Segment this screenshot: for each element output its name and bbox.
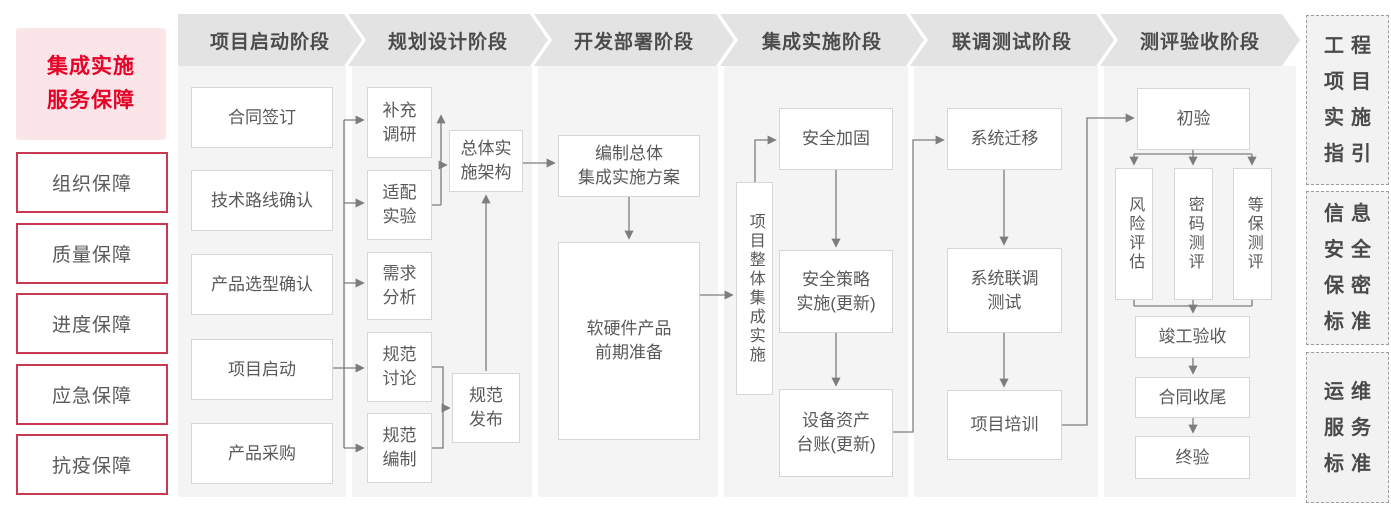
node-hw-sw-preparation: 软硬件产品 前期准备 [558,242,700,440]
node-system-joint-testing: 系统联调 测试 [947,248,1062,333]
node-contract-signing: 合同签订 [191,87,333,148]
node-risk-assessment: 风险评估 [1115,168,1153,300]
node-overall-project-integration: 项目整体集成实施 [736,182,773,395]
sidebar-item-schedule: 进度保障 [16,293,168,354]
node-overall-architecture: 总体实 施架构 [449,130,523,192]
note-infosec-confidentiality-standard-label: 信息 安全 保密 标准 [1324,203,1378,333]
phase-header-joint-testing: 联调测试阶段 [910,14,1114,66]
node-product-procurement: 产品采购 [191,423,333,484]
node-mlps-evaluation: 等保测评 [1233,168,1272,300]
node-product-selection-confirm: 产品选型确认 [191,254,333,315]
node-crypto-evaluation: 密码测评 [1174,168,1213,300]
node-final-acceptance: 终验 [1135,436,1250,479]
phase-header-planning-design: 规划设计阶段 [348,14,548,66]
node-asset-ledger-update: 设备资产 台账(更新) [779,389,893,477]
phase-header-dev-deployment: 开发部署阶段 [534,14,734,66]
phase-header-evaluation-acceptance: 测评验收阶段 [1100,14,1300,66]
node-security-hardening: 安全加固 [779,108,893,170]
note-project-implementation-guide: 工程 项目 实施 指引 [1306,15,1389,185]
sidebar-item-quality: 质量保障 [16,223,168,284]
note-infosec-confidentiality-standard: 信息 安全 保密 标准 [1306,191,1389,345]
phase-header-project-kickoff: 项目启动阶段 [178,14,362,66]
node-project-kickoff: 项目启动 [191,339,333,400]
node-tech-route-confirm: 技术路线确认 [191,170,333,231]
node-contract-closure: 合同收尾 [1135,377,1250,418]
note-ops-service-standard-label: 运维 服务 标准 [1324,380,1378,475]
node-spec-discussion: 规范 讨论 [367,332,432,402]
node-security-policy-implementation: 安全策略 实施(更新) [779,250,893,333]
phase-header-integration-implementation: 集成实施阶段 [720,14,924,66]
sidebar-title: 集成实施 服务保障 [16,28,166,140]
node-spec-release: 规范 发布 [452,373,520,443]
node-completion-acceptance: 竣工验收 [1135,316,1250,358]
note-project-implementation-guide-label: 工程 项目 实施 指引 [1324,35,1378,165]
node-project-training: 项目培训 [947,390,1062,460]
node-spec-drafting: 规范 编制 [367,413,432,483]
node-supplementary-research: 补充 调研 [367,87,432,158]
sidebar-item-organization: 组织保障 [16,152,168,213]
node-initial-acceptance: 初验 [1137,88,1250,150]
node-system-migration: 系统迁移 [947,108,1062,170]
node-adaptation-test: 适配 实验 [367,170,432,240]
sidebar-item-emergency: 应急保障 [16,364,168,425]
sidebar-item-pandemic: 抗疫保障 [16,434,168,495]
note-ops-service-standard: 运维 服务 标准 [1306,352,1389,503]
node-requirement-analysis: 需求 分析 [367,252,432,320]
node-overall-integration-plan: 编制总体 集成实施方案 [558,135,700,197]
